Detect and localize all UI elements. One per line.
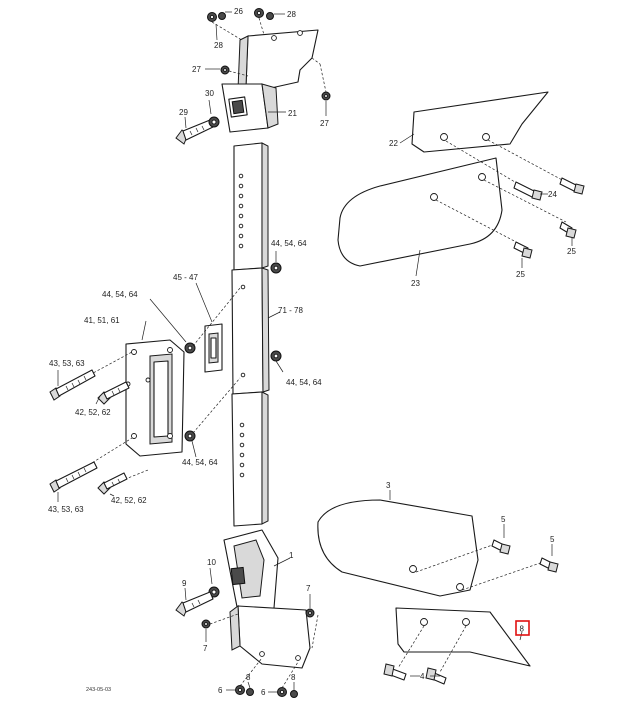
label-44-54-64: 44, 54, 64 — [182, 458, 218, 467]
bolt-24-left[interactable] — [513, 181, 543, 201]
label-6: 6 — [261, 688, 266, 697]
beam-holes-upper — [238, 173, 244, 249]
bottom-bracket-assembly — [175, 529, 319, 698]
bolt-43-lower[interactable] — [49, 461, 98, 493]
bolt-5-right[interactable] — [539, 557, 559, 573]
nut-8-left[interactable] — [246, 688, 254, 696]
lower-share-assembly — [317, 490, 559, 685]
label-29: 29 — [179, 108, 188, 117]
nut-7-right[interactable] — [305, 608, 315, 618]
label-30: 30 — [205, 89, 214, 98]
label-8: 8 — [291, 673, 296, 682]
bolt-24-right[interactable] — [559, 177, 585, 195]
label-26: 26 — [234, 7, 243, 16]
label-4: 4 — [420, 672, 425, 681]
label-7: 7 — [306, 584, 311, 593]
nut-44-plate-lower[interactable] — [184, 430, 196, 442]
nut-44-plate-upper[interactable] — [184, 342, 196, 354]
label-42-52-62: 42, 52, 62 — [75, 408, 111, 417]
label-3: 3 — [386, 481, 391, 490]
label-21: 21 — [288, 109, 297, 118]
label-28: 28 — [214, 41, 223, 50]
bolt-29[interactable] — [175, 119, 214, 145]
highlight-box — [515, 620, 530, 636]
bolt-42-lower[interactable] — [97, 472, 128, 495]
label-45-47: 45 - 47 — [173, 273, 198, 282]
bolt-25-right[interactable] — [559, 221, 577, 239]
bolt-5-left[interactable] — [491, 539, 511, 555]
washer-30[interactable] — [208, 116, 220, 128]
label-43-53-63: 43, 53, 63 — [48, 505, 84, 514]
label-44-54-64: 44, 54, 64 — [102, 290, 138, 299]
bolt-25-left[interactable] — [513, 241, 533, 259]
nut-28-top[interactable] — [254, 8, 274, 20]
label-28: 28 — [287, 10, 296, 19]
label-7: 7 — [203, 644, 208, 653]
label-6: 6 — [218, 686, 223, 695]
mounting-plate-assembly — [49, 282, 241, 502]
share-22 — [411, 91, 549, 153]
bolt-4-left[interactable] — [383, 663, 407, 681]
part-labels: 26 28 28 27 30 29 21 27 22 24 25 25 23 4… — [48, 7, 576, 697]
nut-8-right[interactable] — [290, 690, 298, 698]
nut-26[interactable] — [207, 12, 226, 22]
label-22: 22 — [389, 139, 398, 148]
label-1: 1 — [289, 551, 294, 560]
nut-27-left[interactable] — [220, 65, 230, 75]
label-25: 25 — [516, 270, 525, 279]
label-27: 27 — [192, 65, 201, 74]
nut-6-right[interactable] — [277, 687, 287, 697]
label-42-52-62: 42, 52, 62 — [111, 496, 147, 505]
bolt-43-upper[interactable] — [49, 369, 96, 401]
bolt-42-upper[interactable] — [97, 381, 130, 405]
top-plate — [245, 29, 319, 91]
top-bracket-assembly — [175, 8, 331, 145]
label-27: 27 — [320, 119, 329, 128]
bolt-9[interactable] — [175, 591, 214, 617]
label-10: 10 — [207, 558, 216, 567]
nut-6-left[interactable] — [235, 685, 245, 695]
label-8: 8 — [246, 673, 251, 682]
vertical-beam-71-78 — [231, 142, 284, 527]
label-44-54-64: 44, 54, 64 — [286, 378, 322, 387]
label-43-53-63: 43, 53, 63 — [49, 359, 85, 368]
share-8[interactable] — [395, 607, 531, 667]
nut-27-right[interactable] — [321, 91, 331, 101]
label-44-54-64: 44, 54, 64 — [271, 239, 307, 248]
label-23: 23 — [411, 279, 420, 288]
mouldboard-23 — [337, 157, 503, 267]
label-9: 9 — [182, 579, 187, 588]
label-5: 5 — [501, 515, 506, 524]
label-25: 25 — [567, 247, 576, 256]
upper-share-assembly — [337, 91, 585, 277]
label-8-highlighted[interactable]: 8 — [520, 625, 525, 634]
nut-44-upper[interactable] — [270, 262, 282, 274]
clip-45-47[interactable] — [204, 323, 223, 373]
nut-7-left[interactable] — [201, 619, 211, 629]
drawing-code: 243-05-03 — [86, 687, 111, 693]
nut-44-middle[interactable] — [270, 350, 282, 362]
label-71-78: 71 - 78 — [278, 306, 303, 315]
beam-holes-lower — [239, 422, 245, 478]
label-24: 24 — [548, 190, 557, 199]
mouldboard-3 — [317, 499, 479, 597]
label-5: 5 — [550, 535, 555, 544]
label-41-51-61: 41, 51, 61 — [84, 316, 120, 325]
